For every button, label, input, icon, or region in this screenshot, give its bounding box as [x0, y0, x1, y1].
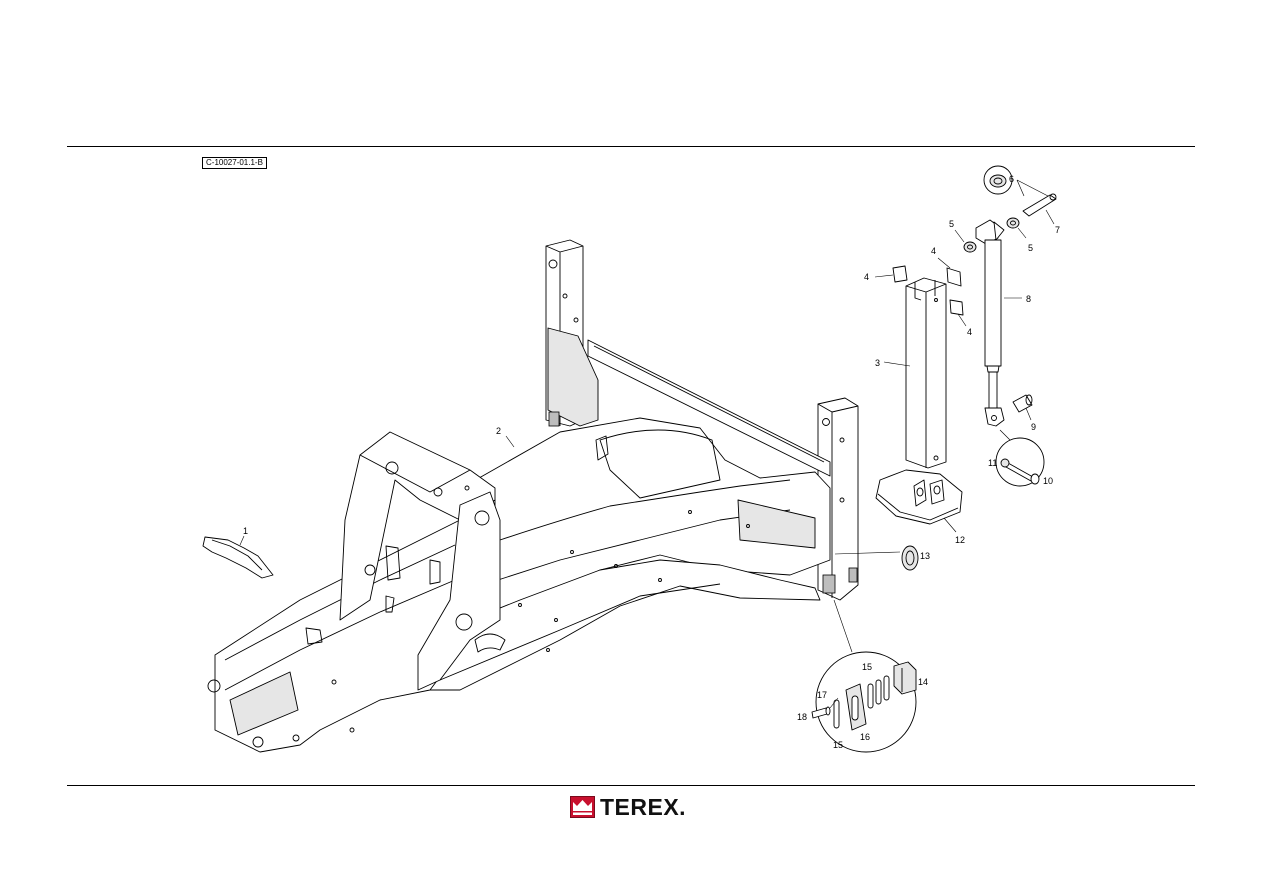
part-1-plate	[202, 535, 274, 579]
callout-7: 7	[1055, 225, 1060, 235]
callout-3: 3	[875, 358, 880, 368]
callout-9: 9	[1031, 422, 1036, 432]
callout-11: 11	[988, 458, 997, 468]
callout-5a: 5	[949, 219, 954, 229]
callout-labels: 1 2 3 4 4 4 5 5 6 7 8 9 10 11 12 13 14 1…	[243, 174, 1060, 750]
callout-4a: 4	[864, 272, 869, 282]
callout-2: 2	[496, 426, 501, 436]
part-10-11-bolt-detail	[995, 429, 1045, 487]
part-7-pin	[1022, 193, 1057, 225]
callout-8: 8	[1026, 294, 1031, 304]
brand-name: TEREX.	[600, 793, 687, 820]
part-12-base-plate	[875, 469, 963, 533]
callout-6: 6	[1009, 174, 1014, 184]
part-4-wear-pads	[874, 257, 967, 327]
top-border-line	[67, 146, 1195, 147]
callout-4c: 4	[967, 327, 972, 337]
callout-18: 18	[797, 712, 807, 722]
terex-logo: TEREX.	[570, 793, 687, 820]
callout-14: 14	[918, 677, 928, 687]
callout-15b: 15	[833, 740, 843, 750]
callout-10: 10	[1043, 476, 1053, 486]
callout-13: 13	[920, 551, 930, 561]
bottom-border-line	[67, 785, 1195, 786]
callout-4b: 4	[931, 246, 936, 256]
part-6-bushing-detail	[983, 165, 1049, 197]
part-2-chassis-frame	[207, 239, 859, 753]
part-8-cylinder	[975, 219, 1022, 427]
callout-12: 12	[955, 535, 965, 545]
crown-icon	[570, 796, 595, 818]
callout-17: 17	[817, 690, 827, 700]
part-14-18-pad-detail	[811, 599, 917, 753]
part-13-washer	[834, 545, 919, 571]
callout-1: 1	[243, 526, 248, 536]
part-5-bushings	[954, 217, 1027, 253]
callout-15a: 15	[862, 662, 872, 672]
callout-16: 16	[860, 732, 870, 742]
callout-5b: 5	[1028, 243, 1033, 253]
part-3-column-tube	[883, 277, 947, 469]
part-9-pin	[1012, 394, 1033, 421]
drawing-reference: C-10027-01.1-B	[202, 157, 267, 169]
